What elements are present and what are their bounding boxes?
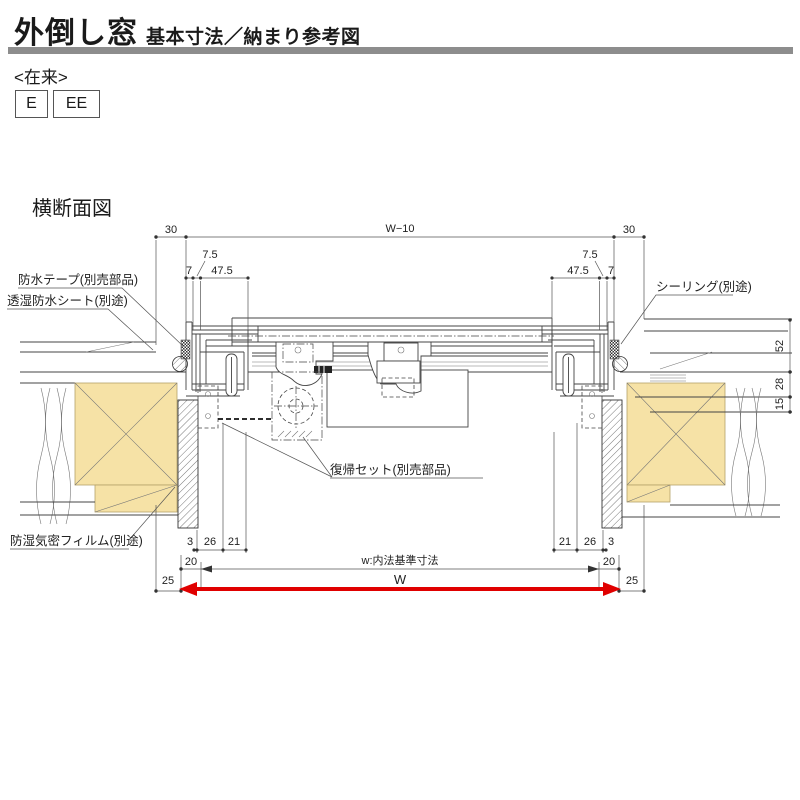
left-wall-structure	[20, 341, 199, 529]
dim-7-5-right: 7.5	[582, 249, 597, 261]
left-jamb-assembly	[172, 321, 259, 429]
title-main: 外倒し窓	[14, 17, 138, 50]
window-type-box-ee: EE	[53, 90, 100, 118]
dim-20-left: 20	[185, 556, 197, 568]
callout-labels: 防水テープ(別売部品) 透湿防水シート(別途) シーリング(別途) 復帰セット(…	[7, 272, 752, 550]
dim-20-right: 20	[603, 556, 615, 568]
dim-3-left: 3	[187, 536, 193, 548]
return-set-label: 復帰セット(別売部品)	[330, 462, 451, 477]
dim-47-5-right: 47.5	[567, 265, 588, 277]
window-type-box-e: E	[15, 90, 48, 118]
dimension-text: 30 W−10 30 7.5 7 47.5 47.5 7 7.5 52 28 1…	[162, 223, 786, 587]
page-title: 外倒し窓基本寸法／納まり参考図	[14, 8, 361, 52]
dim-28: 28	[774, 378, 786, 390]
dim-7-5-left: 7.5	[202, 249, 217, 261]
dim-15: 15	[774, 398, 786, 410]
dim-26-right: 26	[584, 536, 596, 548]
cross-section-diagram: 30 W−10 30 7.5 7 47.5 47.5 7 7.5 52 28 1…	[7, 223, 792, 596]
title-divider-bar	[8, 47, 793, 54]
section-title: 横断面図	[32, 198, 112, 220]
dim-26-left: 26	[204, 536, 216, 548]
moisture-sheet-label: 透湿防水シート(別途)	[7, 293, 128, 308]
dim-30-left: 30	[165, 224, 177, 236]
dim-25-left: 25	[162, 575, 174, 587]
dim-21-right: 21	[559, 536, 571, 548]
dim-7-left: 7	[186, 265, 192, 277]
dimension-lines	[154, 235, 792, 596]
dim-52: 52	[774, 340, 786, 352]
w-width-label: W	[394, 572, 407, 587]
dim-47-5-left: 47.5	[211, 265, 232, 277]
w-inner-dimension-label: w:内法基準寸法	[361, 553, 439, 567]
w-width-red-arrow	[179, 582, 621, 596]
dim-25-right: 25	[626, 575, 638, 587]
dim-30-right: 30	[623, 224, 635, 236]
vapor-film-label: 防湿気密フィルム(別途)	[10, 533, 143, 548]
construction-type-label: <在来>	[14, 68, 68, 87]
dim-7-right: 7	[608, 265, 614, 277]
waterproof-tape-label: 防水テープ(別売部品)	[18, 272, 138, 287]
right-wall-structure	[601, 318, 792, 529]
dim-w-minus-10: W−10	[385, 223, 414, 235]
dim-21-left: 21	[228, 536, 240, 548]
title-sub: 基本寸法／納まり参考図	[146, 27, 361, 48]
hinge-hardware	[218, 341, 469, 441]
sealing-label: シーリング(別途)	[656, 279, 752, 294]
dim-3-right: 3	[608, 536, 614, 548]
